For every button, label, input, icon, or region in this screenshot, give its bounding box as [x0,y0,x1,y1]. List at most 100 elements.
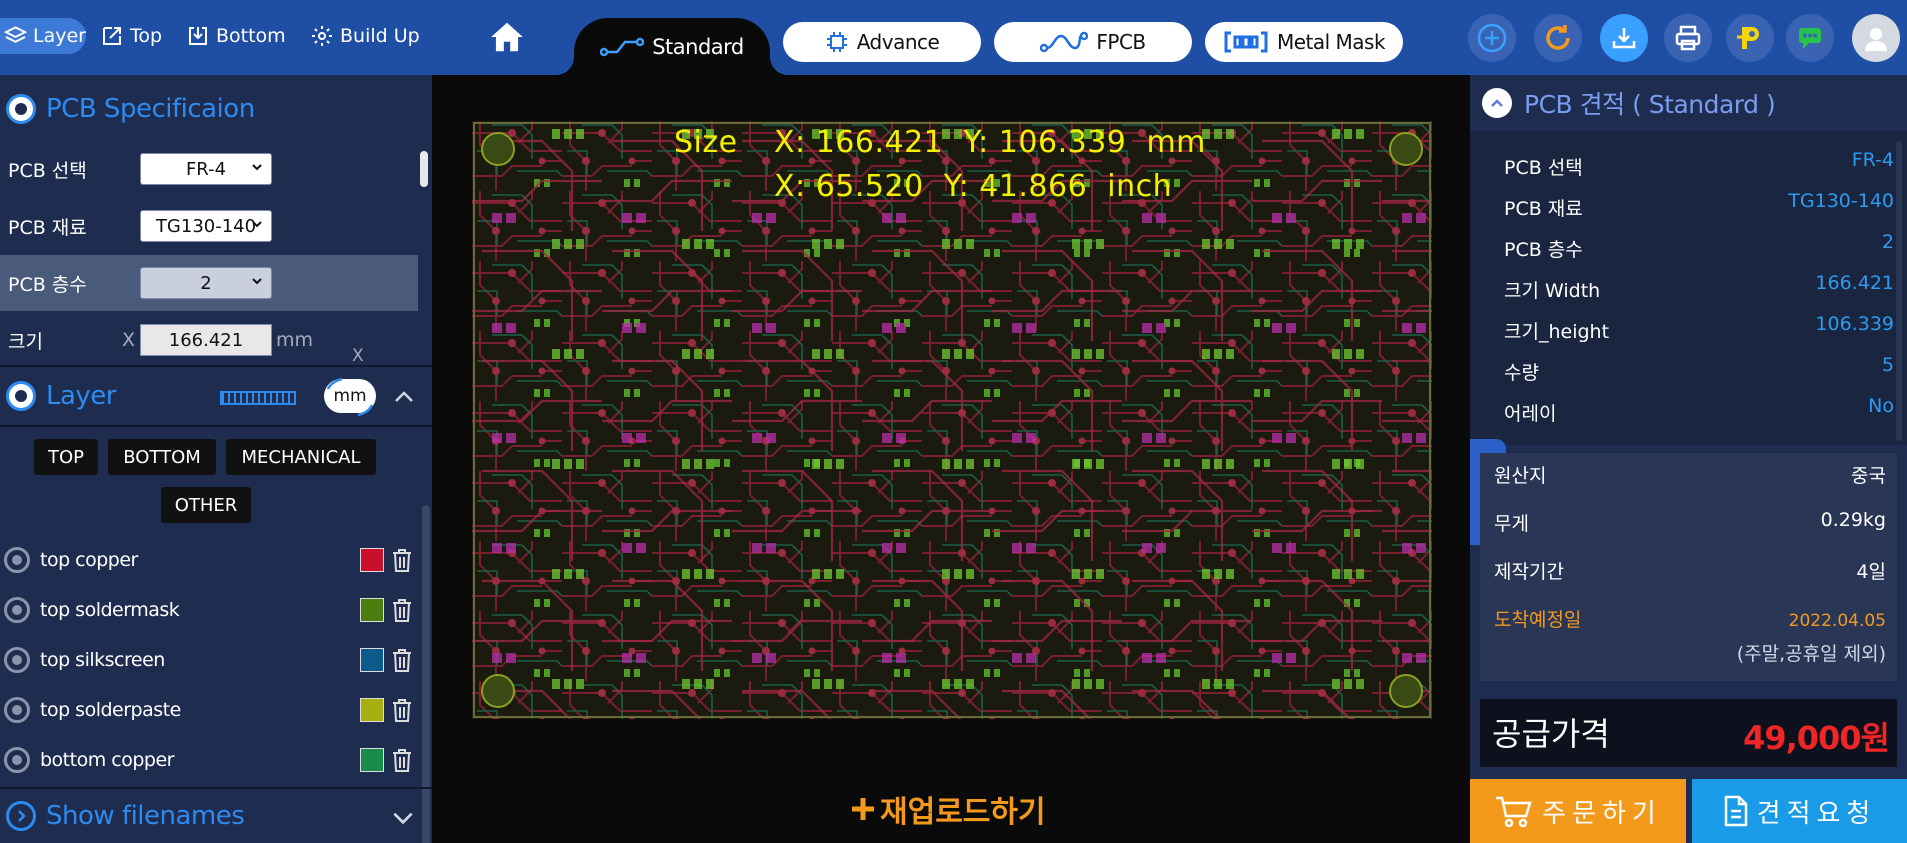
user-avatar[interactable] [1852,14,1900,62]
filter-bottom-button[interactable]: BOTTOM [108,439,216,475]
quote-label: 어레이 [1504,403,1557,425]
quote-title: PCB 견적 ( Standard ) [1524,90,1776,119]
spec-title: PCB Specificaion [46,94,255,124]
origin-label: 원산지 [1494,465,1547,487]
period-value: 4일 [1856,561,1886,583]
tab-standard[interactable]: Standard [556,18,788,75]
build-up-button[interactable]: Build Up [310,18,420,54]
order-label: 주문하기 [1542,798,1662,829]
layer-radio-icon [6,381,36,411]
tab-fpcb[interactable]: FPCB [994,22,1192,62]
layer-title-group[interactable]: Layer [0,381,117,411]
trash-icon[interactable] [390,697,414,723]
layer-color-swatch[interactable] [360,698,384,722]
swap-arrows-icon [326,377,374,417]
add-button[interactable] [1468,14,1516,62]
plus-icon [852,798,874,820]
list-item[interactable]: top solderpaste [0,685,420,735]
chevron-down-icon [252,221,262,228]
filter-top-button[interactable]: TOP [34,439,98,475]
quote-request-label: 견적요청 [1756,798,1877,829]
quote-scrollbar[interactable] [1896,141,1902,441]
point-p-icon [1737,27,1759,49]
layers-icon [4,26,28,43]
layer-radio-icon[interactable] [4,647,30,673]
size-x-input[interactable]: 166.421 [140,324,272,356]
download-icon [1612,28,1636,49]
pcb-layers-dropdown[interactable]: 2 [140,267,272,299]
layer-radio-icon[interactable] [4,597,30,623]
quote-label: 수량 [1504,362,1539,384]
arrival-note: (주말,공휴일 제외) [1736,643,1886,665]
layer-color-swatch[interactable] [360,648,384,672]
spec-form: PCB 선택 FR-4 PCB 재료 TG130-140 PCB 층수 2 [0,141,432,361]
size-inch-readout: X: 65.520 Y: 41.866 inch [774,169,1173,204]
layer-color-swatch[interactable] [360,748,384,772]
quote-header[interactable]: PCB 견적 ( Standard ) [1470,75,1907,131]
layer-list-scrollbar[interactable] [422,505,430,843]
layer-name: bottom copper [40,749,174,771]
list-item[interactable]: top soldermask [0,585,420,635]
size-x-value: 166.421 [168,329,244,351]
layer-radio-icon[interactable] [4,697,30,723]
user-icon [1865,28,1887,51]
pcb-material-dropdown[interactable]: TG130-140 [140,210,272,242]
tab-advance[interactable]: Advance [783,22,981,62]
spec-section-header[interactable]: PCB Specificaion [0,81,432,137]
quote-value: FR-4 [1851,149,1894,171]
layer-radio-icon[interactable] [4,547,30,573]
refresh-button[interactable] [1534,14,1582,62]
download-button[interactable] [1600,14,1648,62]
chevron-up-circle-icon [1482,88,1512,118]
chevron-up-icon[interactable] [392,385,416,409]
spec-label: 크기 [8,330,43,353]
quote-request-button[interactable]: 견적요청 [1692,779,1907,843]
list-item[interactable]: top copper [0,535,420,585]
quote-value: 2 [1881,231,1894,253]
quote-value: TG130-140 [1788,190,1894,212]
trash-icon[interactable] [390,647,414,673]
layer-section-header: Layer mm [0,365,432,427]
trash-icon[interactable] [390,597,414,623]
gear-icon [312,26,332,46]
tab-metal-mask[interactable]: Metal Mask [1205,22,1403,62]
spec-label: PCB 선택 [8,159,87,182]
show-filenames-toggle[interactable]: Show filenames [0,787,432,843]
pcb-viewer[interactable]: Size X: 166.421 Y: 106.339 mm X: 65.520 … [432,75,1470,843]
ruler-icon[interactable] [220,391,296,405]
spec-row-pcb-select: PCB 선택 FR-4 [0,141,418,197]
layer-color-swatch[interactable] [360,598,384,622]
weight-label: 무게 [1494,513,1529,535]
reupload-button[interactable]: 재업로드하기 [850,787,1046,831]
spec-radio-icon [6,94,36,124]
point-button[interactable] [1726,14,1774,62]
trash-icon[interactable] [390,747,414,773]
quote-label: PCB 재료 [1504,198,1583,220]
layer-name: top soldermask [40,599,180,621]
pcb-select-dropdown[interactable]: FR-4 [140,153,272,185]
layer-radio-icon[interactable] [4,747,30,773]
spec-scrollbar[interactable] [420,151,428,187]
bottom-view-button[interactable]: Bottom [186,18,286,54]
top-view-button[interactable]: Top [100,18,162,54]
home-icon[interactable] [488,18,526,56]
list-item[interactable]: bottom copper [0,735,420,785]
period-label: 제작기간 [1494,561,1564,583]
print-button[interactable] [1664,14,1712,62]
chip-icon [826,32,847,52]
order-button[interactable]: 주문하기 [1470,779,1686,843]
chat-button[interactable] [1786,14,1834,62]
trash-icon[interactable] [390,547,414,573]
layer-color-swatch[interactable] [360,548,384,572]
filter-mechanical-button[interactable]: MECHANICAL [226,439,376,475]
list-item[interactable]: top silkscreen [0,635,420,685]
spec-row-pcb-layers: PCB 층수 2 [0,255,418,311]
filter-other-button[interactable]: OTHER [161,487,251,523]
layer-view-button[interactable]: Layer [0,18,86,54]
